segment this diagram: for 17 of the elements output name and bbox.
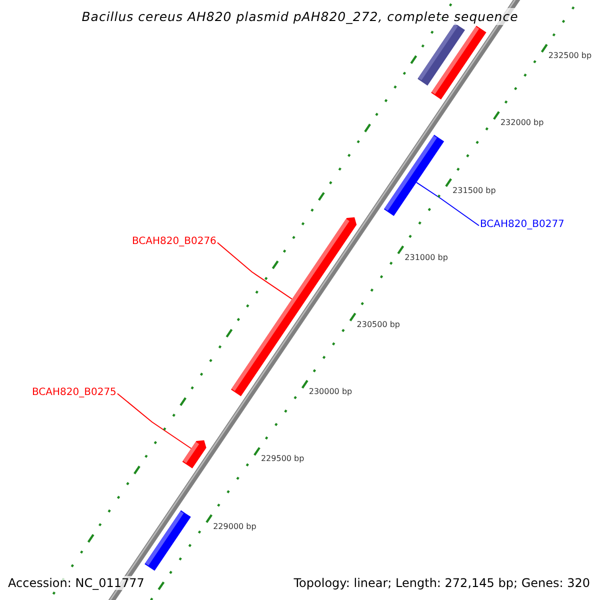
leader-line	[116, 393, 192, 449]
gene-bar	[384, 134, 444, 216]
gene-bar	[431, 26, 486, 100]
footer-text: Topology: linear; Length: 272,145 bp; Genes: 320	[294, 576, 590, 590]
tick-label: 232500 bp	[548, 51, 592, 60]
gene-label: BCAH820_B0275	[32, 387, 116, 398]
gene-bar	[231, 217, 357, 396]
gene-bar	[144, 510, 191, 571]
tick-label: 231000 bp	[404, 252, 448, 262]
footer-text: Accession: NC_011777	[8, 576, 144, 590]
leader-line	[416, 182, 480, 226]
leader-line	[216, 242, 292, 300]
tick-label: 229500 bp	[260, 454, 304, 464]
gene-label: BCAH820_B0277	[480, 219, 564, 230]
gene-label: BCAH820_B0276	[132, 236, 216, 247]
tick-label: 230000 bp	[308, 387, 352, 396]
gene-bar	[182, 440, 206, 468]
